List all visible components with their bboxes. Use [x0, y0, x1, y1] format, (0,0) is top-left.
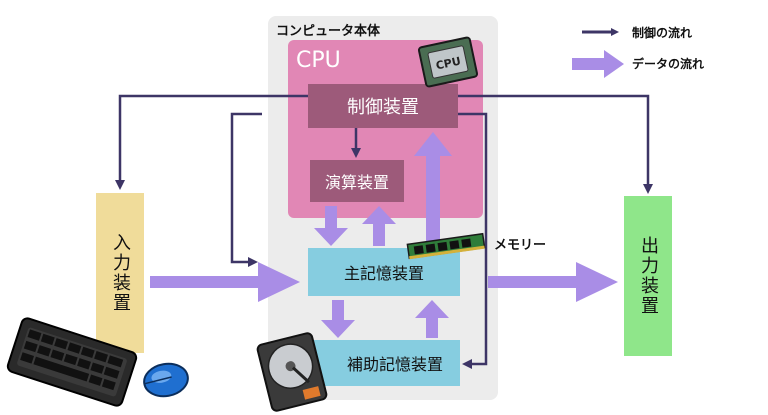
aux-storage-unit: 補助記憶装置 [310, 340, 460, 386]
control-arrow-to-memory [230, 112, 262, 267]
main-memory-unit: 主記憶装置 [308, 248, 460, 296]
legend-data-arrow [572, 50, 624, 78]
data-arrow-memory-to-output [488, 262, 618, 302]
computer-title: コンピュータ本体 [276, 24, 381, 39]
legend-data-label: データの流れ [632, 57, 705, 71]
control-unit: 制御装置 [308, 84, 458, 128]
cpu-title: CPU [296, 48, 341, 73]
memory-label: メモリー [494, 238, 547, 253]
arithmetic-unit-label: 演算装置 [324, 173, 389, 192]
input-unit-label: 入力装置 [110, 233, 131, 313]
control-unit-label: 制御装置 [347, 97, 419, 118]
arithmetic-unit: 演算装置 [310, 160, 404, 202]
legend-control-label: 制御の流れ [632, 26, 693, 40]
main-memory-label: 主記憶装置 [343, 264, 424, 283]
output-unit: 出力装置 [624, 196, 672, 356]
input-unit: 入力装置 [96, 193, 144, 353]
output-unit-label: 出力装置 [638, 236, 659, 316]
aux-storage-label: 補助記憶装置 [346, 355, 443, 374]
